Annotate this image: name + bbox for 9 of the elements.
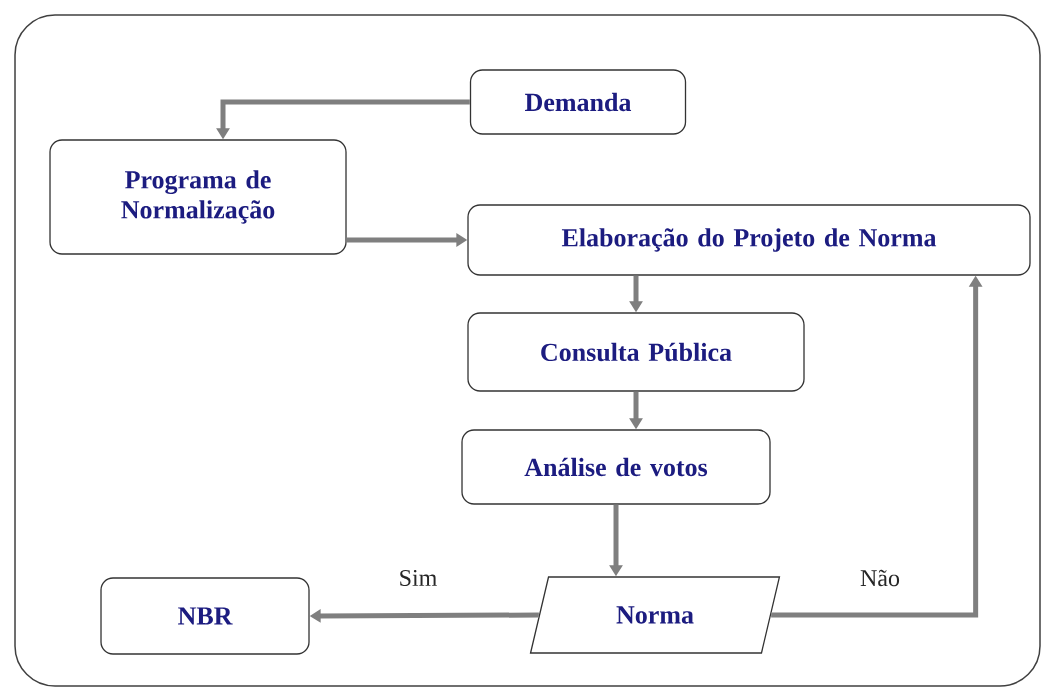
process-box: Elaboração do Projeto de Norma (467, 204, 1031, 276)
decision-parallelogram: Norma (529, 576, 781, 654)
edge-label: Sim (396, 567, 440, 589)
process-box: NBR (100, 577, 310, 655)
process-box: Programa de Normalização (49, 139, 347, 255)
process-box: Consulta Pública (467, 312, 805, 392)
edge-label: Não (858, 567, 902, 589)
process-box: Demanda (469, 69, 687, 135)
process-box: Análise de votos (461, 429, 771, 505)
